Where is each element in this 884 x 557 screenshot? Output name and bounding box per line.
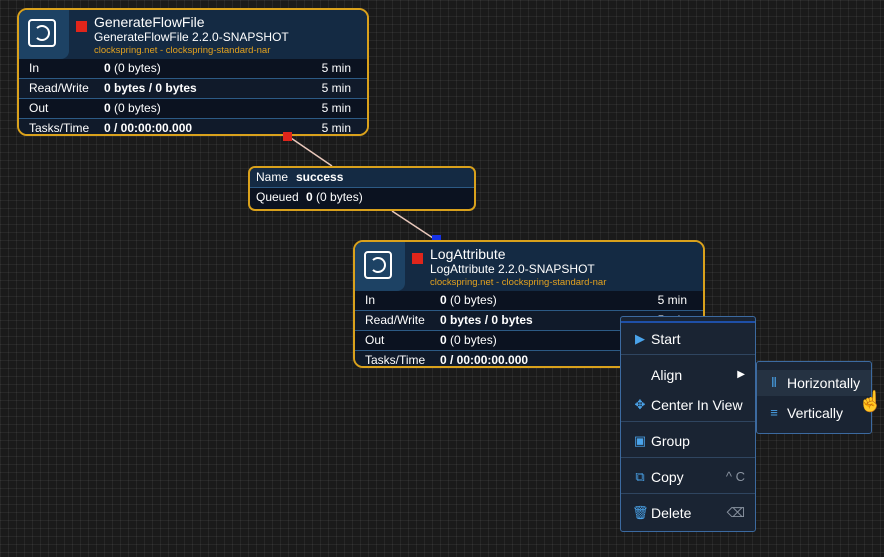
stat-label: Tasks/Time [29,121,90,135]
copy-icon: ⧉ [635,469,645,484]
stat-row-tasks: Tasks/Time 0 / 00:00:00.000 5 min [19,119,367,135]
processor-name: LogAttribute [430,246,506,262]
stat-value: 0 bytes / 0 bytes [440,313,533,327]
trash-icon: 🗑 [632,505,649,520]
menu-divider [621,354,755,355]
stat-time: 5 min [657,293,687,307]
processor-stats: In 0 (0 bytes) 5 min Read/Write 0 bytes … [19,59,367,135]
stat-time: 5 min [321,61,351,75]
menu-item-center-in-view[interactable]: ✥ Center In View [621,392,755,418]
crosshair-icon: ✥ [634,397,646,412]
menu-item-label: Delete [651,505,692,521]
stat-label: Tasks/Time [365,353,426,367]
stat-label: In [365,293,376,307]
submenu-item-label: Vertically [787,405,844,421]
stat-time: 5 min [321,121,351,135]
stat-label: Out [365,333,385,347]
align-submenu: ⫴ Horizontally ≡ Vertically [756,361,872,434]
menu-item-label: Align [651,367,683,383]
menu-divider [621,421,755,422]
menu-item-shortcut: ⌫ [726,505,745,520]
source-port-handle[interactable] [283,132,292,141]
stat-value: 0 bytes / 0 bytes [104,81,197,95]
menu-item-align[interactable]: Align ▶ [621,362,755,388]
stat-row-out: Out 0 (0 bytes) [355,331,703,351]
menu-item-label: Start [651,331,681,347]
processor-type: GenerateFlowFile 2.2.0-SNAPSHOT [94,30,289,44]
stopped-status-icon [412,253,423,264]
context-menu: ▶ Start Align ▶ ✥ Center In View ▣ Group… [620,316,756,532]
submenu-item-horizontally[interactable]: ⫴ Horizontally [757,370,871,396]
stat-label: Read/Write [29,81,89,95]
align-horizontal-icon: ⫴ [771,375,777,390]
stat-row-in: In 0 (0 bytes) 5 min [19,59,367,79]
stat-time: 5 min [321,81,351,95]
stat-value: 0 (0 bytes) [104,61,161,75]
stat-value: 0 (0 bytes) [104,101,161,115]
stat-row-in: In 0 (0 bytes) 5 min [355,291,703,311]
menu-item-label: Copy [651,469,684,485]
stat-row-out: Out 0 (0 bytes) 5 min [19,99,367,119]
connection-line-lower [391,210,437,241]
align-vertical-icon: ≡ [770,405,778,420]
stat-value: 0 (0 bytes) [440,293,497,307]
menu-item-start[interactable]: ▶ Start [621,326,755,352]
processor-header: LogAttribute LogAttribute 2.2.0-SNAPSHOT… [355,242,703,291]
connection-line-upper [287,135,333,167]
group-icon: ▣ [633,433,647,448]
menu-item-label: Group [651,433,690,449]
processor-bundle: clockspring.net - clockspring-standard-n… [430,277,607,288]
stat-row-readwrite: Read/Write 0 bytes / 0 bytes 5 min [19,79,367,99]
connection-queued-value: 0 (0 bytes) [306,190,363,204]
processor-stats: In 0 (0 bytes) 5 min Read/Write 0 bytes … [355,291,703,367]
context-menu-accent [621,321,755,323]
hand-pointer-icon: ☝ [858,391,883,413]
connection-name-label: Name [256,170,289,184]
processor-bundle: clockspring.net - clockspring-standard-n… [94,45,271,56]
menu-divider [621,493,755,494]
menu-divider [621,457,755,458]
connection-queued-label: Queued [256,190,299,204]
connection-name-row: Name success [250,168,474,188]
stat-label: Out [29,101,49,115]
menu-item-label: Center In View [651,397,743,413]
stopped-status-icon [76,21,87,32]
chevron-right-icon: ▶ [737,369,745,380]
connection-name-value: success [296,170,344,184]
stat-label: In [29,61,40,75]
stat-label: Read/Write [365,313,425,327]
processor-icon [19,10,69,59]
menu-item-delete[interactable]: 🗑 Delete ⌫ [621,500,755,526]
processor-name: GenerateFlowFile [94,14,205,30]
processor-header: GenerateFlowFile GenerateFlowFile 2.2.0-… [19,10,367,59]
processor-type: LogAttribute 2.2.0-SNAPSHOT [430,262,595,276]
menu-item-copy[interactable]: ⧉ Copy ^ C [621,464,755,490]
destination-port-handle[interactable] [432,235,441,244]
submenu-item-label: Horizontally [787,375,861,391]
connection-queued-row: Queued 0 (0 bytes) [250,188,474,207]
submenu-item-vertically[interactable]: ≡ Vertically [757,400,871,426]
stat-value: 0 (0 bytes) [440,333,497,347]
processor-icon [355,242,405,291]
processor-generateflowfile[interactable]: GenerateFlowFile GenerateFlowFile 2.2.0-… [17,8,369,136]
stat-time: 5 min [321,101,351,115]
stat-row-tasks: Tasks/Time 0 / 00:00:00.000 [355,351,703,367]
connection-label[interactable]: Name success Queued 0 (0 bytes) [248,166,476,211]
stat-value: 0 / 00:00:00.000 [104,121,193,135]
menu-item-shortcut: ^ C [725,469,745,484]
menu-item-group[interactable]: ▣ Group [621,428,755,454]
play-icon: ▶ [635,331,645,346]
stat-value: 0 / 00:00:00.000 [440,353,529,367]
